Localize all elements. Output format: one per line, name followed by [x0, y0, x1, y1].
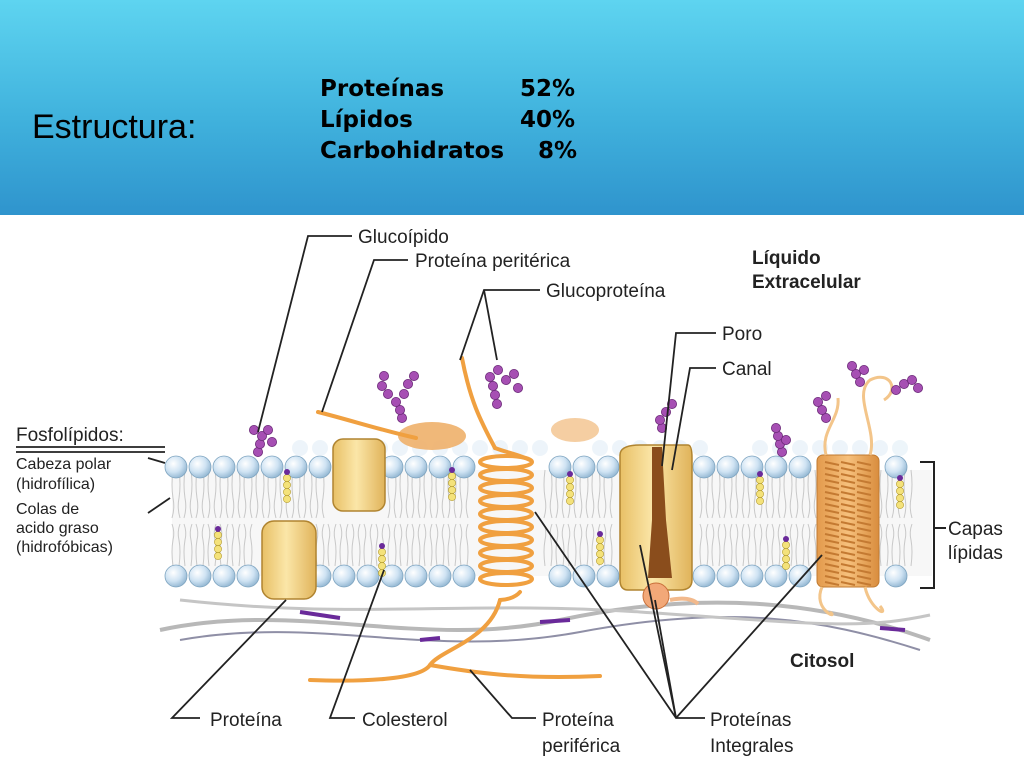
- title-banner: Estructura: Proteínas 52% Lípidos 40% Ca…: [0, 0, 1024, 215]
- cholesterol: [214, 526, 222, 560]
- cholesterol: [448, 467, 456, 501]
- sugar-chain: [248, 424, 277, 457]
- lipid-head: [332, 564, 356, 588]
- lipid-head: [716, 455, 740, 479]
- sugar-chain: [376, 370, 419, 423]
- lipid-head: [884, 455, 908, 479]
- cholesterol: [378, 543, 386, 577]
- peripheral-protein-blob-2: [551, 418, 599, 442]
- lipid-head: [596, 564, 620, 588]
- label-acido-graso: acido graso: [16, 520, 99, 537]
- lipid-head: [188, 564, 212, 588]
- lipid-head: [740, 564, 764, 588]
- lipid-head: [596, 455, 620, 479]
- label-proteinas-integrales-2: Integrales: [710, 736, 793, 757]
- lipid-head: [164, 455, 188, 479]
- label-lipidas: lípidas: [948, 543, 1003, 564]
- lipid-head: [884, 564, 908, 588]
- lipid-head: [428, 455, 452, 479]
- label-proteina: Proteína: [210, 710, 282, 731]
- label-hidrofobicas: (hidrofóbicas): [16, 539, 113, 556]
- cholesterol-molecules: [214, 467, 904, 577]
- composition-name: Lípidos: [320, 107, 413, 133]
- label-proteina-periferica-1: Proteína: [542, 710, 614, 731]
- peripheral-protein-blob: [398, 422, 466, 450]
- label-proteina-periterica: Proteína peritérica: [415, 251, 571, 272]
- sugar-chain: [484, 364, 524, 409]
- lipid-head: [236, 455, 260, 479]
- label-glucolipido: Glucoípido: [358, 227, 449, 248]
- lipid-layers-bracket: [920, 461, 935, 589]
- label-fosfolipidos: Fosfolípidos:: [16, 425, 124, 446]
- leader-lines: [16, 235, 823, 719]
- lipid-head: [428, 564, 452, 588]
- lipid-head: [236, 564, 260, 588]
- lipid-head: [788, 455, 812, 479]
- label-proteinas-integrales-1: Proteínas: [710, 710, 791, 731]
- lipid-head: [404, 455, 428, 479]
- lipid-head: [164, 564, 188, 588]
- transmembrane-protein-upper: [332, 438, 386, 512]
- sugar-chain: [813, 390, 832, 423]
- label-colesterol: Colesterol: [362, 710, 448, 731]
- lipid-head: [548, 455, 572, 479]
- lipid-head: [212, 455, 236, 479]
- lipid-head: [284, 455, 308, 479]
- composition-percent: 40%: [519, 107, 575, 133]
- lipid-head: [452, 564, 476, 588]
- channel-protein: [619, 444, 700, 610]
- cholesterol: [596, 531, 604, 565]
- label-canal: Canal: [722, 359, 772, 380]
- lipid-heads-outer-layer: [164, 455, 908, 479]
- composition-percent: 52%: [519, 76, 575, 102]
- cholesterol: [756, 471, 764, 505]
- lipid-head: [692, 564, 716, 588]
- label-cabeza-polar: Cabeza polar: [16, 456, 112, 473]
- lipid-head: [716, 564, 740, 588]
- cytoskeleton-fibers: [159, 598, 931, 651]
- label-glucoproteina: Glucoproteína: [546, 281, 666, 302]
- lipid-head: [404, 564, 428, 588]
- lipid-head: [764, 455, 788, 479]
- cholesterol: [283, 469, 291, 503]
- composition-percent: 8%: [537, 138, 577, 164]
- protein-lower-layer: [261, 520, 317, 600]
- cholesterol: [896, 475, 904, 509]
- label-citosol: Citosol: [790, 651, 854, 672]
- multipass-integral-protein: [816, 376, 894, 617]
- cholesterol: [566, 471, 574, 505]
- diagram-labels: Glucoípido Proteína peritérica Glucoprot…: [16, 227, 1003, 757]
- page-title: Estructura:: [32, 108, 197, 146]
- lipid-head: [188, 455, 212, 479]
- lipid-head: [452, 455, 476, 479]
- sugar-chain: [771, 422, 792, 457]
- composition-name: Proteínas: [320, 76, 445, 102]
- carbohydrate-chains: [248, 360, 924, 457]
- label-extracelular: Extracelular: [752, 272, 861, 293]
- glycoprotein-helix: [308, 356, 602, 683]
- cholesterol: [782, 536, 790, 570]
- lipid-head: [212, 564, 236, 588]
- composition-name: Carbohidratos: [320, 138, 505, 164]
- label-proteina-periferica-2: periférica: [542, 736, 621, 757]
- label-poro: Poro: [722, 324, 762, 345]
- lipid-head: [692, 455, 716, 479]
- label-liquido: Líquido: [752, 248, 821, 269]
- lipid-head: [308, 455, 332, 479]
- lipid-head: [764, 564, 788, 588]
- lipid-heads-inner-layer: [164, 564, 908, 588]
- lipid-head: [356, 564, 380, 588]
- label-capas: Capas: [948, 519, 1003, 540]
- label-colas-de: Colas de: [16, 501, 79, 518]
- lipid-head: [788, 564, 812, 588]
- sugar-chain: [847, 360, 924, 395]
- lipid-head: [572, 564, 596, 588]
- label-hidrofilica: (hidrofílica): [16, 476, 95, 493]
- lipid-head: [548, 564, 572, 588]
- lipid-head: [572, 455, 596, 479]
- lipid-head: [260, 455, 284, 479]
- cell-membrane-diagram: Glucoípido Proteína peritérica Glucoprot…: [16, 227, 1003, 757]
